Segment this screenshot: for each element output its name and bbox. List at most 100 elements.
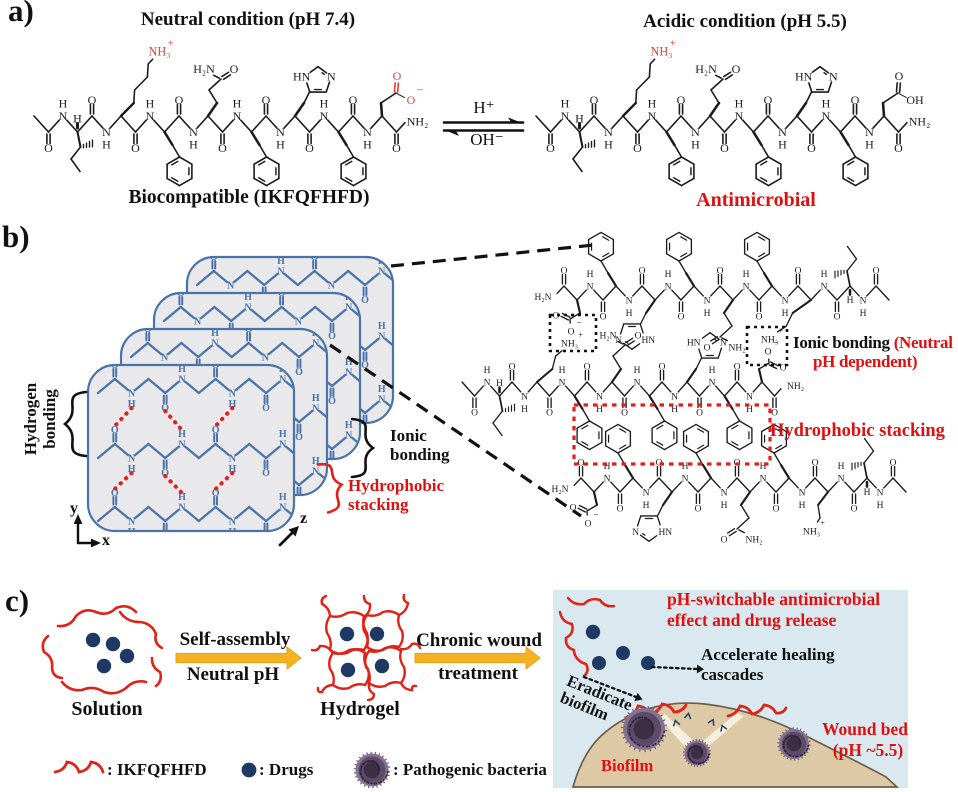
svg-text:H₂N: H₂N: [193, 62, 215, 76]
svg-text:H: H: [395, 327, 403, 338]
svg-text:N: N: [561, 109, 570, 123]
svg-text:N: N: [691, 125, 700, 139]
molecule-neutral: NHNHNHNHNHNHNHNHOOOOOOOOONH₂HNH₃+OH₂NNHN…: [33, 37, 429, 187]
svg-text:H₂N: H₂N: [551, 485, 568, 495]
svg-text:H: H: [704, 309, 711, 319]
svg-text:H: H: [671, 405, 678, 415]
svg-text:H: H: [665, 270, 672, 280]
svg-text:N: N: [189, 125, 198, 139]
svg-text:H: H: [860, 309, 867, 319]
svg-text:O: O: [546, 141, 555, 155]
svg-text:HN: HN: [293, 70, 311, 84]
svg-text:O: O: [230, 62, 239, 76]
svg-text:H: H: [178, 492, 186, 503]
svg-text:N: N: [484, 378, 491, 388]
svg-text:O: O: [131, 141, 140, 155]
solution-label: Solution: [71, 698, 143, 720]
sheet-content: NHNHNHNHNHOOOOONHNHNHNHNHOOOOONHNHNHNHNH…: [96, 366, 337, 538]
svg-text:+: +: [167, 37, 173, 49]
svg-text:O: O: [584, 362, 591, 372]
svg-text:N: N: [227, 280, 235, 291]
svg-text:N: N: [279, 439, 287, 450]
svg-text:N: N: [682, 474, 689, 484]
svg-text:HN: HN: [687, 339, 701, 349]
svg-text:N: N: [587, 282, 594, 292]
svg-text:N: N: [378, 394, 386, 405]
svg-text:N: N: [829, 70, 838, 84]
svg-text:N: N: [363, 125, 372, 139]
svg-text:O: O: [311, 252, 319, 263]
svg-text:H: H: [782, 309, 789, 319]
drug-dot: [592, 656, 606, 670]
equilibrium-forward-label: H⁺: [473, 98, 495, 117]
svg-text:O: O: [175, 93, 184, 107]
hydrophobic-brace: [316, 462, 344, 514]
svg-text:H: H: [378, 321, 386, 332]
svg-text:H: H: [146, 97, 155, 111]
svg-text:NH₃: NH₃: [149, 44, 171, 58]
svg-text:O: O: [262, 468, 270, 479]
svg-text:HN: HN: [641, 336, 655, 346]
svg-text:NH₂: NH₂: [407, 115, 429, 129]
svg-text:H: H: [345, 420, 353, 431]
svg-text:N: N: [760, 474, 767, 484]
svg-text:N: N: [279, 502, 287, 513]
svg-text:O: O: [795, 266, 802, 276]
svg-text:H: H: [428, 356, 436, 367]
svg-text:N: N: [559, 378, 566, 388]
svg-text:O: O: [212, 425, 220, 436]
svg-text:H: H: [279, 492, 287, 503]
svg-text:O: O: [161, 403, 169, 414]
svg-text:N: N: [778, 125, 787, 139]
hydrophobic-right-label: Hydrophobic stacking: [770, 421, 945, 441]
svg-text:O: O: [546, 408, 553, 418]
svg-text:O: O: [218, 141, 227, 155]
svg-text:N: N: [328, 280, 336, 291]
svg-text:O: O: [717, 266, 724, 276]
svg-text:O: O: [570, 503, 577, 513]
equilibrium-reverse-label: OH⁻: [470, 130, 504, 149]
svg-text:O: O: [635, 331, 642, 341]
panel-c-label: c): [5, 583, 30, 618]
treatment-label: treatment: [438, 663, 518, 684]
svg-text:O: O: [144, 324, 152, 335]
svg-text:H: H: [484, 366, 491, 376]
panel-b-label: b): [2, 219, 30, 254]
svg-text:O: O: [780, 363, 787, 373]
attack-marks: [672, 712, 728, 732]
svg-text:N: N: [146, 109, 155, 123]
legend-drugs-label: : Drugs: [259, 760, 314, 779]
svg-text:H: H: [760, 462, 767, 472]
accelerate-line2: cascades: [701, 665, 764, 685]
svg-text:H: H: [496, 379, 503, 389]
svg-text:N: N: [128, 516, 136, 527]
panel-a-neutral-caption: Biocompatible (IKFQFHFD): [128, 187, 370, 208]
svg-text:H: H: [312, 456, 320, 467]
svg-text:N: N: [312, 338, 320, 349]
svg-text:O: O: [471, 408, 478, 418]
panel-a-acidic-title: Acidic condition (pH 5.5): [643, 11, 847, 32]
biofilm-label: Biofilm: [601, 756, 654, 775]
svg-text:N: N: [860, 296, 867, 306]
svg-text:H: H: [587, 270, 594, 280]
svg-text:N: N: [709, 378, 716, 388]
svg-text:O: O: [295, 432, 303, 443]
svg-text:H: H: [329, 527, 337, 538]
svg-text:N: N: [521, 392, 528, 402]
svg-text:+: +: [820, 517, 825, 527]
svg-text:O: O: [412, 317, 420, 328]
panel-c-art: [41, 590, 908, 789]
svg-text:H: H: [877, 501, 884, 511]
ionic-bonding-brace: [350, 417, 376, 479]
hydrogen-bonding-brace: [62, 390, 88, 458]
svg-text:H: H: [847, 296, 854, 306]
svg-text:NH₃: NH₃: [803, 526, 820, 537]
svg-text:N: N: [632, 528, 639, 538]
svg-text:O: O: [656, 458, 663, 468]
svg-text:O: O: [328, 331, 336, 342]
svg-text:NH₂: NH₂: [787, 382, 804, 392]
svg-text:O: O: [873, 266, 880, 276]
svg-text:O: O: [295, 495, 303, 506]
svg-text:N: N: [782, 296, 789, 306]
svg-text:H: H: [626, 309, 633, 319]
